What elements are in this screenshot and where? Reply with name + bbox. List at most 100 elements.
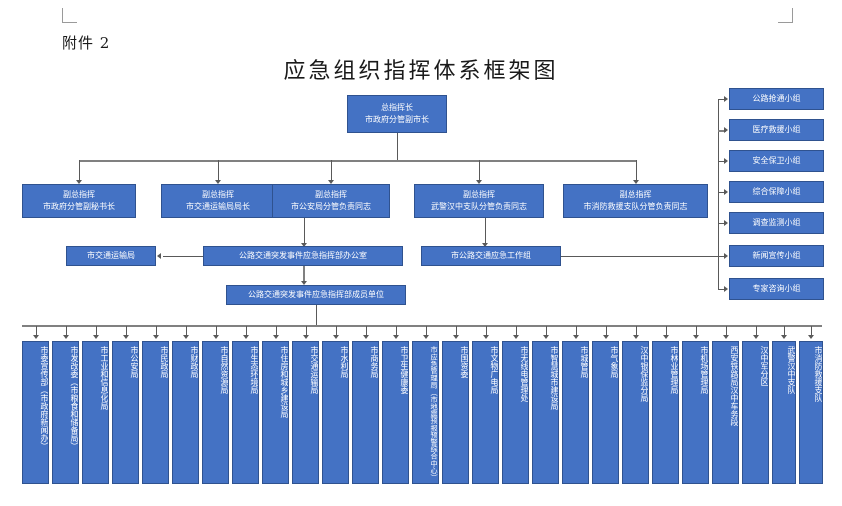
connector-deputy4-to-workgroup xyxy=(485,218,486,245)
member-unit-box-14[interactable]: 市国资委 xyxy=(442,341,469,484)
arrow-down-member xyxy=(153,335,159,339)
node-line-1: 副总指挥 xyxy=(463,190,495,200)
member-unit-box-9[interactable]: 市交通运输局 xyxy=(292,341,319,484)
node-line-2: 市消防救援支队分管负责同志 xyxy=(583,202,688,211)
member-unit-label: 市国资委 xyxy=(460,346,469,378)
arrow-right-workgroup-4 xyxy=(724,220,728,226)
arrow-right-workgroup-2 xyxy=(724,158,728,164)
arrow-down-member xyxy=(513,335,519,339)
node-transport-bureau[interactable]: 市交通运输局 xyxy=(66,246,156,266)
member-unit-box-1[interactable]: 市发改委（市粮食和储备局） xyxy=(52,341,79,484)
node-work-group-1[interactable]: 医疗救援小组 xyxy=(729,119,824,141)
member-unit-box-11[interactable]: 市商务局 xyxy=(352,341,379,484)
connector-member-drop xyxy=(96,326,97,337)
node-chief-commander[interactable]: 总指挥长 市政府分管副市长 xyxy=(347,95,447,133)
arrow-down-member xyxy=(753,335,759,339)
node-label: 医疗救援小组 xyxy=(752,125,801,135)
member-unit-box-6[interactable]: 市自然资源局 xyxy=(202,341,229,484)
node-label: 专家咨询小组 xyxy=(752,284,801,294)
node-label: 市交通运输局 xyxy=(87,251,135,261)
connector-workgroup-branch-3 xyxy=(718,192,726,193)
arrow-right-workgroup-6 xyxy=(724,286,728,292)
node-command-office[interactable]: 公路交通突发事件应急指挥部办公室 xyxy=(203,246,403,266)
connector-workgroup-branch-4 xyxy=(718,223,726,224)
node-work-group-2[interactable]: 安全保卫小组 xyxy=(729,150,824,172)
connector-member-drop xyxy=(756,326,757,337)
member-unit-box-20[interactable]: 汉中银保监分局 xyxy=(622,341,649,484)
node-line-2: 武警汉中支队分管负责同志 xyxy=(431,202,527,211)
member-unit-label: 市住房和城乡建设局 xyxy=(280,346,289,418)
connector-member-drop xyxy=(216,326,217,337)
connector-member-drop xyxy=(486,326,487,337)
arrow-down-member xyxy=(453,335,459,339)
member-unit-box-21[interactable]: 市林业管理局 xyxy=(652,341,679,484)
member-unit-box-23[interactable]: 西安铁路局汉中车务段 xyxy=(712,341,739,484)
member-unit-label: 市无线电管理处 xyxy=(520,346,529,402)
member-unit-label: 汉中银保监分局 xyxy=(640,346,649,402)
arrow-down-member xyxy=(633,335,639,339)
connector-member-drop xyxy=(726,326,727,337)
member-unit-label: 市应急管理局（市地震预报预警综合中心） xyxy=(430,346,439,481)
member-unit-box-0[interactable]: 市委宣传部（市政府新闻办） xyxy=(22,341,49,484)
arrow-down-member xyxy=(423,335,429,339)
connector-member-drop xyxy=(456,326,457,337)
node-work-group-3[interactable]: 综合保障小组 xyxy=(729,181,824,203)
member-unit-box-17[interactable]: 市智慧城市建设局 xyxy=(532,341,559,484)
member-unit-box-24[interactable]: 汉中军分区 xyxy=(742,341,769,484)
member-unit-box-19[interactable]: 市气象局 xyxy=(592,341,619,484)
member-unit-box-8[interactable]: 市住房和城乡建设局 xyxy=(262,341,289,484)
member-unit-label: 市财政局 xyxy=(190,346,199,378)
member-unit-box-12[interactable]: 市卫生健康委 xyxy=(382,341,409,484)
arrow-down-member xyxy=(63,335,69,339)
node-deputy-commander-4[interactable]: 副总指挥 武警汉中支队分管负责同志 xyxy=(414,184,544,218)
node-label: 新闻宣传小组 xyxy=(752,251,801,261)
connector-member-drop xyxy=(666,326,667,337)
member-unit-box-5[interactable]: 市财政局 xyxy=(172,341,199,484)
arrow-down-member xyxy=(273,335,279,339)
arrow-down-1 xyxy=(76,180,82,184)
member-unit-box-10[interactable]: 市水利局 xyxy=(322,341,349,484)
member-unit-box-13[interactable]: 市应急管理局（市地震预报预警综合中心） xyxy=(412,341,439,484)
node-work-group-6[interactable]: 专家咨询小组 xyxy=(729,278,824,300)
connector-member-drop xyxy=(426,326,427,337)
member-unit-label: 市水利局 xyxy=(340,346,349,378)
arrow-down-member xyxy=(333,335,339,339)
page-title: 应急组织指挥体系框架图 xyxy=(283,59,559,84)
member-unit-label: 市公安局 xyxy=(130,346,139,378)
node-deputy-commander-5[interactable]: 副总指挥 市消防救援支队分管负责同志 xyxy=(563,184,708,218)
node-deputy-commander-3[interactable]: 副总指挥 市公安局分管负责同志 xyxy=(272,184,390,218)
member-unit-box-4[interactable]: 市民政局 xyxy=(142,341,169,484)
node-label: 调查监测小组 xyxy=(752,218,801,228)
connector-member-drop xyxy=(576,326,577,337)
member-unit-box-18[interactable]: 市城管局 xyxy=(562,341,589,484)
arrow-down-member xyxy=(363,335,369,339)
connector-office-to-bureau xyxy=(163,256,203,257)
node-label: 公路交通突发事件应急指挥部成员单位 xyxy=(248,290,384,300)
arrow-down-5 xyxy=(633,180,639,184)
member-unit-box-15[interactable]: 市文物广电局 xyxy=(472,341,499,484)
arrow-down-member xyxy=(393,335,399,339)
member-unit-label: 市文物广电局 xyxy=(490,346,499,394)
member-unit-label: 市生态环境局 xyxy=(250,346,259,394)
node-line-2: 市政府分管副市长 xyxy=(365,115,429,124)
member-unit-box-25[interactable]: 武警汉中支队 xyxy=(772,341,796,484)
node-deputy-commander-1[interactable]: 副总指挥 市政府分管副秘书长 xyxy=(22,184,136,218)
node-line-2: 市政府分管副秘书长 xyxy=(43,202,115,211)
node-work-group-4[interactable]: 调查监测小组 xyxy=(729,212,824,234)
connector-deputy3-to-office xyxy=(304,218,305,245)
node-work-group-0[interactable]: 公路抢通小组 xyxy=(729,88,824,110)
connector-member-drop xyxy=(156,326,157,337)
node-member-units-header[interactable]: 公路交通突发事件应急指挥部成员单位 xyxy=(226,285,406,305)
connector-member-drop xyxy=(186,326,187,337)
member-unit-box-26[interactable]: 市消防救援支队 xyxy=(799,341,823,484)
node-line-1: 副总指挥 xyxy=(619,190,652,200)
member-unit-box-7[interactable]: 市生态环境局 xyxy=(232,341,259,484)
connector-member-drop xyxy=(276,326,277,337)
member-unit-box-22[interactable]: 市机场管理局 xyxy=(682,341,709,484)
member-unit-box-2[interactable]: 市工业和信息化局 xyxy=(82,341,109,484)
node-work-group-5[interactable]: 新闻宣传小组 xyxy=(729,245,824,267)
member-unit-box-3[interactable]: 市公安局 xyxy=(112,341,139,484)
node-deputy-commander-2[interactable]: 副总指挥 市交通运输局局长 xyxy=(161,184,275,218)
member-unit-box-16[interactable]: 市无线电管理处 xyxy=(502,341,529,484)
node-highway-workgroup[interactable]: 市公路交通应急工作组 xyxy=(421,246,561,266)
